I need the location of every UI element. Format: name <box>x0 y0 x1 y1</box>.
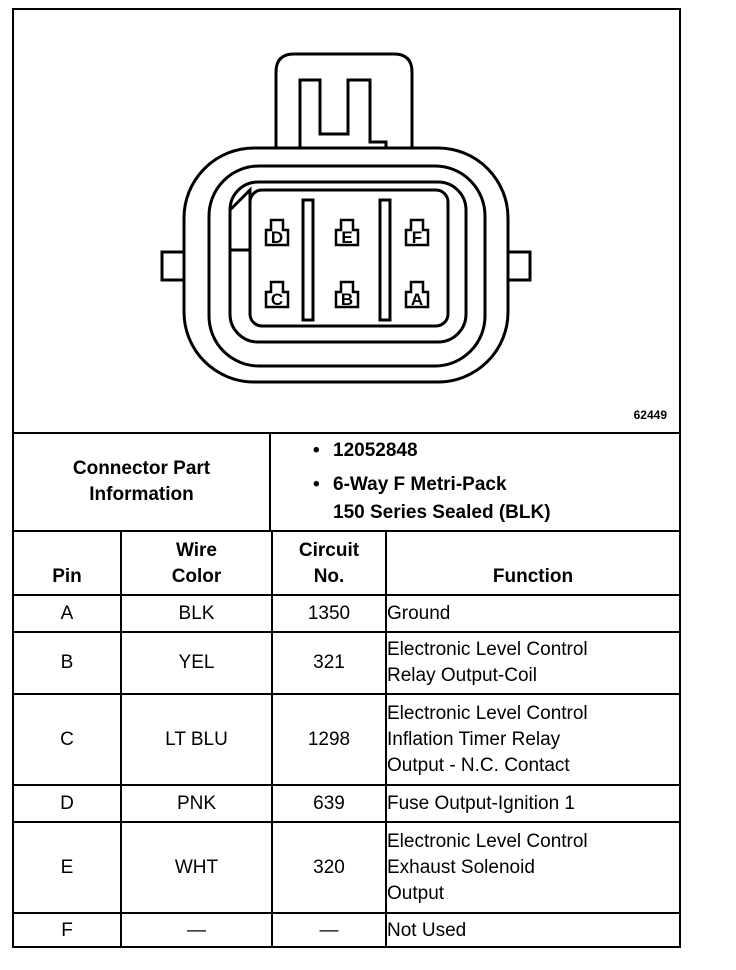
function-cell: Fuse Output-Ignition 1 <box>385 784 679 823</box>
header-circuit-line1: Circuit <box>298 540 360 561</box>
function-cell: Electronic Level Control Relay Output-Co… <box>385 631 679 695</box>
pin-cell: A <box>14 594 122 633</box>
pin-label-e: E <box>341 228 352 247</box>
page-frame: D E F C B A 62449 Connector Part Informa… <box>12 8 681 948</box>
connector-type-item: • 6-Way F Metri-Pack <box>313 472 507 498</box>
connector-part-info: Connector Part Information • 12052848 • 6-… <box>14 432 679 532</box>
pin-terminal-c <box>264 280 290 309</box>
circuit-cell: 639 <box>271 784 387 823</box>
function-line: Fuse Output-Ignition 1 <box>387 792 575 814</box>
key-notch <box>228 186 252 252</box>
pin-label-b: B <box>341 290 353 309</box>
function-line: Relay Output-Coil <box>387 665 537 686</box>
pin-terminal-a <box>404 280 430 309</box>
wire-color-cell: PNK <box>120 784 273 823</box>
pin-cell: F <box>14 912 122 947</box>
table-row: F — — Not Used <box>14 912 679 947</box>
pin-label-d: D <box>271 228 283 247</box>
table-row: A BLK 1350 Ground <box>14 594 679 633</box>
circuit-cell: 1298 <box>271 693 387 786</box>
header-wire-color: Wire Color <box>120 530 273 596</box>
circuit-cell: 1350 <box>271 594 387 633</box>
function-cell: Electronic Level Control Inflation Timer… <box>385 693 679 786</box>
pin-terminal-e <box>334 218 360 247</box>
table-row: B YEL 321 Electronic Level Control Relay… <box>14 631 679 695</box>
inner-housing <box>207 164 487 368</box>
function-line: Electronic Level Control <box>387 639 588 660</box>
connector-type-line1: 6-Way F Metri-Pack <box>333 474 507 495</box>
function-cell: Not Used <box>385 912 679 947</box>
part-number-item: • 12052848 <box>313 438 418 464</box>
wire-color-cell: YEL <box>120 631 273 695</box>
pin-table: Pin Wire Color Circuit No. Function A BL… <box>14 530 679 947</box>
connector-info-title-line2: Information <box>89 484 194 505</box>
circuit-cell: 320 <box>271 821 387 914</box>
wire-color-cell: BLK <box>120 594 273 633</box>
connector-illustration: D E F C B A <box>160 52 532 384</box>
divider-left <box>301 198 315 322</box>
figure-id: 62449 <box>633 408 667 422</box>
part-number: 12052848 <box>333 440 418 461</box>
wire-color-cell: WHT <box>120 821 273 914</box>
pin-cavity <box>248 188 450 328</box>
pin-label-c: C <box>271 290 283 309</box>
pin-terminals <box>264 218 430 309</box>
connector-info-title-line1: Connector Part <box>72 458 211 479</box>
header-function: Function <box>385 530 679 596</box>
pin-cell: B <box>14 631 122 695</box>
function-line: Output <box>387 882 445 904</box>
pin-cell: C <box>14 693 122 786</box>
bullet-icon: • <box>313 474 320 495</box>
tab-slot <box>298 78 388 148</box>
table-row: D PNK 639 Fuse Output-Ignition 1 <box>14 784 679 823</box>
divider-right <box>378 198 392 322</box>
left-ear <box>160 250 186 282</box>
function-cell: Electronic Level Control Exhaust Solenoi… <box>385 821 679 914</box>
header-circuit-no: Circuit No. <box>271 530 387 596</box>
pin-label-f: F <box>412 228 422 247</box>
header-wire-color-line1: Wire <box>175 540 217 561</box>
header-wire-color-line2: Color <box>171 566 222 587</box>
pin-cell: E <box>14 821 122 914</box>
function-cell: Ground <box>385 594 679 633</box>
connector-info-values: • 12052848 • 6-Way F Metri-Pack 150 Series… <box>271 434 679 530</box>
header-circuit-line2: No. <box>313 566 345 587</box>
table-row: C LT BLU 1298 Electronic Level Control I… <box>14 693 679 786</box>
pin-terminal-f <box>404 218 430 247</box>
connector-info-label: Connector Part Information <box>14 434 271 530</box>
pin-cell: D <box>14 784 122 823</box>
function-line: Electronic Level Control <box>387 830 588 852</box>
table-row: E WHT 320 Electronic Level Control Exhau… <box>14 821 679 914</box>
pin-terminal-b <box>334 280 360 309</box>
bullet-icon: • <box>313 440 320 461</box>
function-line: Output - N.C. Contact <box>387 754 570 776</box>
function-line: Inflation Timer Relay <box>387 728 561 750</box>
wire-color-cell: — <box>120 912 273 947</box>
header-pin: Pin <box>14 530 122 596</box>
circuit-cell: — <box>271 912 387 947</box>
pin-table-header: Pin Wire Color Circuit No. Function <box>14 530 679 596</box>
right-ear <box>506 250 532 282</box>
wire-color-cell: LT BLU <box>120 693 273 786</box>
outer-housing <box>182 146 510 384</box>
pin-label-a: A <box>411 290 423 309</box>
pin-cavity-wall <box>228 180 468 344</box>
circuit-cell: 321 <box>271 631 387 695</box>
locking-tab <box>274 52 414 148</box>
connector-diagram: D E F C B A 62449 <box>14 10 679 432</box>
connector-type-line2: 150 Series Sealed (BLK) <box>333 502 551 523</box>
pin-terminal-d <box>264 218 290 247</box>
function-line: Not Used <box>387 919 467 941</box>
function-line: Electronic Level Control <box>387 702 588 724</box>
function-line: Exhaust Solenoid <box>387 856 535 878</box>
function-line: Ground <box>387 602 451 624</box>
